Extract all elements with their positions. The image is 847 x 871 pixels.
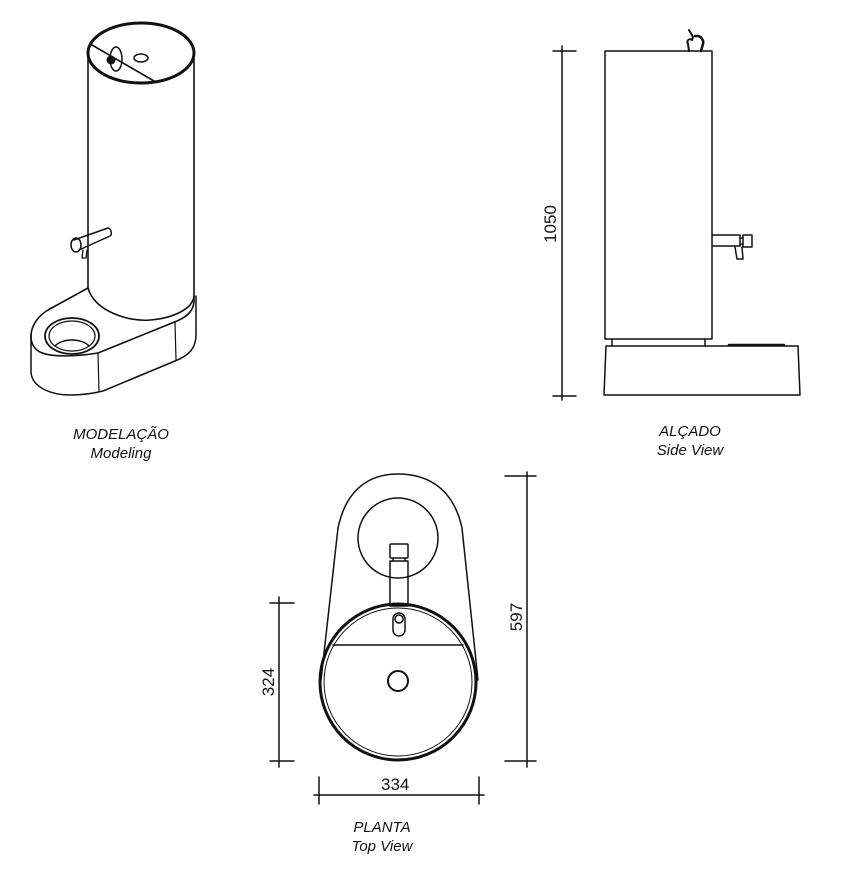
bubbler-tip	[106, 55, 116, 65]
top-view-caption: PLANTA Top View	[352, 818, 413, 856]
modeling-caption: MODELAÇÃO Modeling	[73, 425, 169, 463]
plan-tap-pipe	[389, 560, 409, 607]
column-top-rim	[86, 21, 196, 85]
top-view-title-en: Top View	[351, 838, 413, 855]
side-tap-head	[742, 234, 753, 248]
modeling-title-en: Modeling	[90, 445, 152, 462]
width-dimension-label: 334	[381, 775, 410, 794]
base-edge	[97, 352, 100, 393]
tap-pipe	[73, 227, 111, 251]
side-tap-pipe	[711, 234, 741, 247]
side-base	[603, 345, 801, 396]
plan-bubbler	[392, 612, 406, 637]
tap-head	[70, 237, 82, 253]
top-view	[269, 471, 537, 805]
tap-spout	[81, 249, 88, 259]
top-divider-line	[91, 44, 155, 82]
base-top-outline	[30, 287, 195, 357]
top-view-title-pt: PLANTA	[353, 819, 411, 836]
base-body	[30, 295, 197, 396]
side-view-title-en: Side View	[656, 442, 724, 459]
side-bubbler	[686, 29, 694, 52]
plan-tap-head	[389, 543, 409, 559]
side-tap-spout	[734, 246, 744, 260]
base-edge	[174, 321, 177, 361]
basin-drain	[54, 339, 90, 347]
basin-inner	[48, 320, 96, 352]
modeling-view	[30, 21, 197, 396]
plan-drain	[387, 670, 409, 692]
side-column	[604, 50, 713, 340]
side-view-caption: ALÇADO Side View	[657, 422, 723, 460]
top-hole	[133, 53, 149, 63]
depth-dimension-label: 597	[507, 602, 526, 632]
basin-outer	[44, 317, 100, 355]
side-view-title-pt: ALÇADO	[659, 423, 721, 440]
column-bottom	[87, 287, 195, 322]
plan-basin-circle	[357, 497, 439, 579]
height-dimension-label: 1050	[541, 205, 560, 243]
modeling-title-pt: MODELAÇÃO	[73, 426, 169, 443]
column-depth-dimension-label: 324	[259, 667, 278, 697]
plan-outer-outline-right	[337, 473, 479, 681]
plan-column-circle	[318, 602, 478, 762]
side-view	[552, 29, 801, 401]
